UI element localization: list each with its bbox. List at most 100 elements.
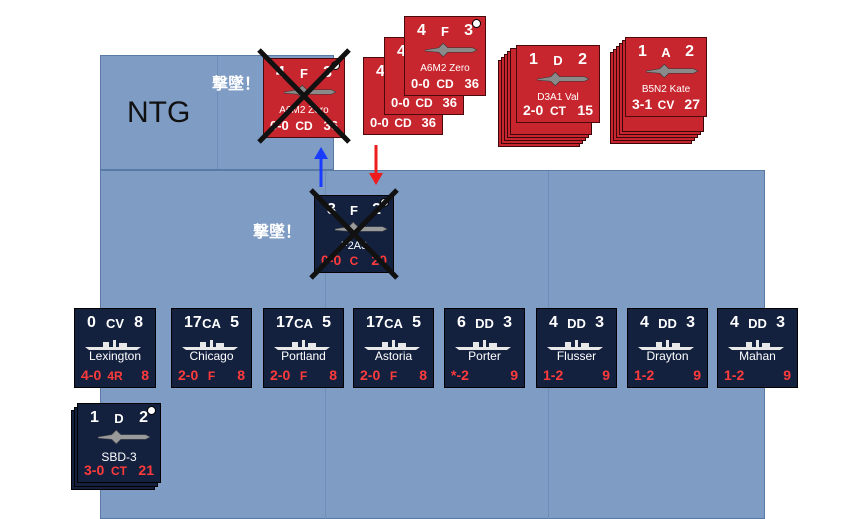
counter-left-value: 4 <box>417 22 426 39</box>
counter-type: DD <box>475 316 494 331</box>
counter-points: 21 <box>138 462 154 478</box>
counter-mode: CD <box>436 77 454 91</box>
counter-right-value: 5 <box>412 314 421 331</box>
counter-points: 15 <box>577 102 593 118</box>
counter-points: 27 <box>684 96 700 112</box>
counter-left-value: 17 <box>276 314 294 331</box>
counter-points: 36 <box>421 115 436 130</box>
counter-name: Mahan <box>739 349 776 363</box>
ship-icon <box>364 340 420 350</box>
counter-mode: CD <box>295 119 313 133</box>
counter-left-value: 1 <box>90 409 99 426</box>
arrow-up-icon <box>314 147 328 187</box>
counter-mode: CT <box>550 104 566 118</box>
counter-points: 9 <box>510 367 518 383</box>
counter-right-value: 5 <box>322 314 331 331</box>
counter-right-value: 2 <box>685 43 694 60</box>
counter-left-value: 4 <box>730 314 739 331</box>
counter-type: D <box>553 53 563 68</box>
counter-points: 8 <box>329 367 337 383</box>
counter-name: SBD-3 <box>101 450 137 464</box>
ntg-label: NTG <box>127 96 191 129</box>
counter-points: 9 <box>783 367 791 383</box>
ntg-zone-divider <box>217 56 218 169</box>
counter-left-value: 6 <box>457 314 466 331</box>
counter-mode: CT <box>111 464 127 478</box>
counter-type: A <box>661 45 671 60</box>
torpedo-bomber-icon <box>645 63 699 79</box>
counter-attack: 0-0 <box>391 95 410 110</box>
counter-attack: 2-0 <box>523 102 544 118</box>
counter-right-value: 8 <box>134 314 143 331</box>
counter-attack: 0-0 <box>370 115 389 130</box>
dive-bomber-icon <box>536 71 590 87</box>
arrow-down-icon <box>369 145 383 185</box>
counter-type: CA <box>202 316 221 331</box>
counter-points: 9 <box>602 367 610 383</box>
shot-down-x-icon <box>257 48 351 144</box>
counter-name: B5N2 Kate <box>641 84 691 95</box>
ship-icon <box>182 340 238 350</box>
counter-left-value: 4 <box>397 43 406 60</box>
counter-points: 8 <box>419 367 427 383</box>
counter-attack: *-2 <box>451 367 469 383</box>
ship-icon <box>547 340 603 350</box>
counter-mode: CD <box>394 116 412 130</box>
counter-points: 9 <box>693 367 701 383</box>
counter-points: 36 <box>464 76 479 91</box>
counter-type: F <box>350 203 358 218</box>
counter-right-value: 3 <box>686 314 695 331</box>
counter-type: CA <box>294 316 313 331</box>
counter-right-value: 2 <box>578 51 587 68</box>
counter-right-value: 3 <box>503 314 512 331</box>
counter-name: Chicago <box>189 349 234 363</box>
counter-left-value: 17 <box>184 314 202 331</box>
dive-bomber-icon <box>97 429 151 445</box>
counter-type: DD <box>658 316 677 331</box>
counter-left-value: 1 <box>529 51 538 68</box>
counter-points: 8 <box>141 367 149 383</box>
counter-right-value: 5 <box>230 314 239 331</box>
status-dot <box>472 19 481 28</box>
counter-mode: C <box>349 254 359 268</box>
counter-attack: 1-2 <box>724 367 745 383</box>
counter-mode: F <box>299 369 308 383</box>
counter-mode: 4R <box>107 369 123 383</box>
counter-attack: 1-2 <box>634 367 655 383</box>
counter-name: Porter <box>468 349 501 363</box>
ship-icon <box>728 340 784 350</box>
shot-down-label: 撃墜！ <box>212 74 261 93</box>
counter-name: Flusser <box>556 349 597 363</box>
counter-type: CA <box>384 316 403 331</box>
counter-right-value: 2 <box>139 409 148 426</box>
counter-left-value: 4 <box>549 314 558 331</box>
counter-attack: 3-0 <box>84 462 105 478</box>
counter-points: 8 <box>237 367 245 383</box>
counter-right-value: 3 <box>776 314 785 331</box>
counter-type: DD <box>567 316 586 331</box>
counter-name: A6M2 Zero <box>420 63 470 74</box>
fighter-icon <box>424 42 478 58</box>
counter-mode: CV <box>657 98 675 112</box>
shot-down-label: 撃墜！ <box>253 222 302 241</box>
counter-attack: 2-0 <box>270 367 291 383</box>
counter-name: D3A1 Val <box>537 92 579 103</box>
ship-icon <box>455 340 511 350</box>
shot-down-x-icon <box>309 188 399 280</box>
counter-type: CV <box>105 316 125 331</box>
counter-name: Lexington <box>88 349 142 363</box>
counter-name: Portland <box>281 349 326 363</box>
counter-mode: CD <box>415 96 433 110</box>
